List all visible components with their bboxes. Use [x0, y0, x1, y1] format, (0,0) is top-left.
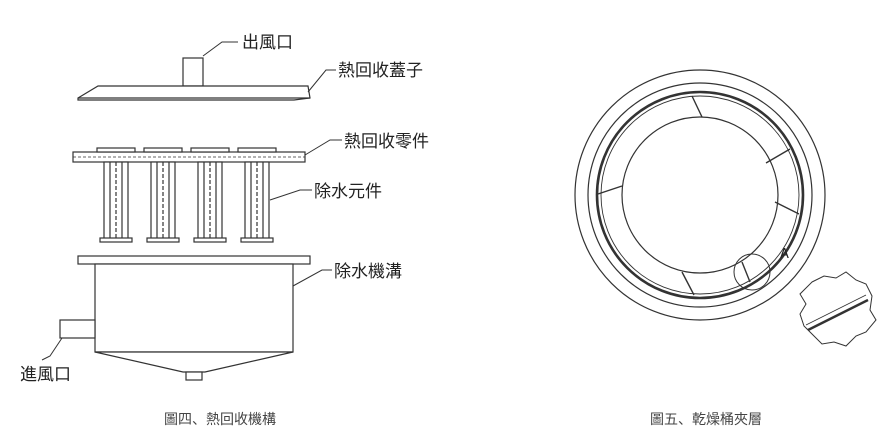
detail-marker-a: A: [780, 247, 789, 262]
label-inlet: 進風口: [20, 365, 71, 385]
trough-flange: [77, 255, 311, 265]
label-recovery-part: 熱回收零件: [344, 132, 429, 152]
detail-a-circle: [733, 253, 771, 291]
leader-recovery-part: [304, 139, 342, 156]
figure-drying-drum-interlayer: [574, 69, 877, 347]
spacer-rib: [765, 148, 791, 164]
figure-heat-recovery-mechanism: [41, 41, 342, 381]
leader-inlet: [41, 337, 63, 361]
dewater-tube: [99, 161, 133, 243]
dewater-tube: [193, 161, 227, 243]
trough-drain: [185, 371, 203, 381]
leader-outlet: [202, 41, 238, 57]
inner-drum-circle: [621, 116, 779, 274]
caption-figure4: 圖四、熱回收機構: [164, 412, 276, 428]
inner-layer-circle: [600, 95, 800, 295]
leader-dewater-trough: [292, 269, 332, 287]
detail-a-layer: [807, 298, 869, 332]
label-cover: 熱回收蓋子: [338, 61, 423, 81]
spacer-rib: [774, 201, 800, 215]
label-dewater-trough: 除水機溝: [334, 262, 402, 282]
dewater-tube: [240, 161, 274, 243]
caption-figure5: 圖五、乾燥桶夾層: [650, 412, 762, 428]
recovery-cap: [143, 147, 183, 153]
dewater-tube: [146, 161, 180, 243]
leader-cover: [307, 69, 336, 93]
label-outlet: 出風口: [242, 33, 293, 53]
spacer-rib: [741, 261, 751, 283]
spacer-rib: [597, 185, 623, 195]
recovery-cap: [96, 147, 136, 153]
outer-layer-circle: [587, 82, 813, 308]
outer-shell-circle: [574, 69, 826, 321]
detail-a-layer: [805, 294, 867, 326]
recovery-cap: [190, 147, 230, 153]
outlet-pipe: [182, 57, 204, 87]
trough-body: [94, 263, 294, 353]
interlayer-circle: [595, 90, 805, 300]
leader-dewater-element: [269, 189, 312, 201]
label-dewater-element: 除水元件: [314, 182, 382, 202]
spacer-rib: [691, 95, 703, 118]
recovery-cap: [237, 147, 277, 153]
inlet-pipe: [59, 319, 96, 339]
trough-cone: [94, 351, 294, 373]
spacer-rib: [681, 271, 695, 296]
